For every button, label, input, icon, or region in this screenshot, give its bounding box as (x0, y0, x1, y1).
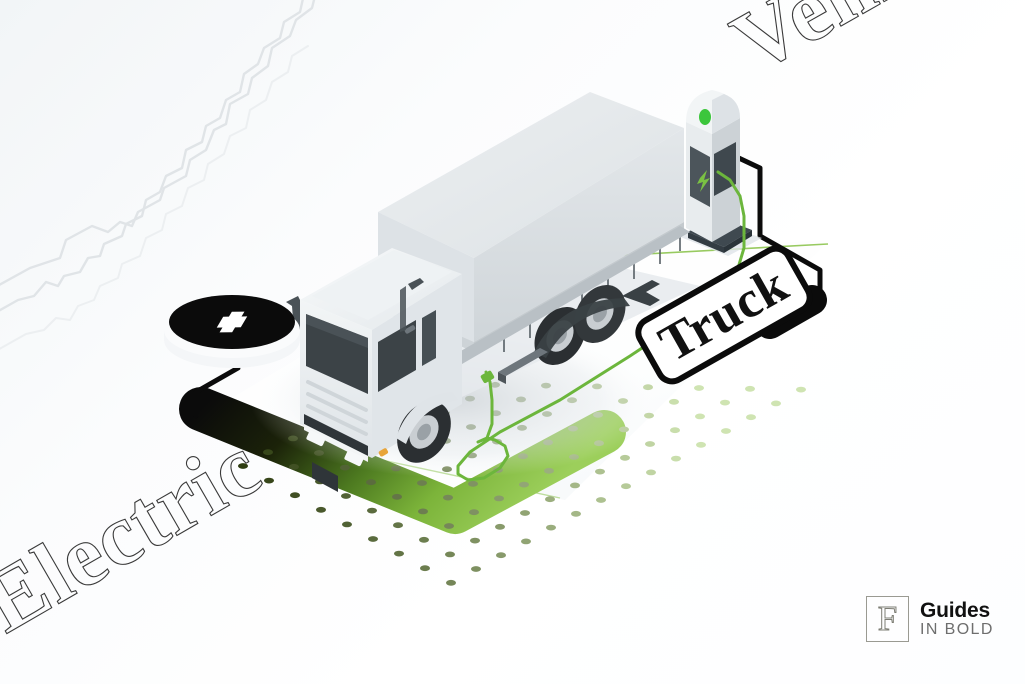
dot (620, 454, 630, 461)
dot (468, 480, 478, 487)
dot (519, 481, 529, 488)
dot (521, 538, 531, 545)
dot (341, 493, 351, 499)
dot (392, 493, 402, 500)
dot (496, 552, 506, 559)
dot (263, 449, 273, 456)
dot (264, 477, 274, 484)
dot (621, 483, 631, 490)
dot (394, 550, 404, 557)
truck-rear-wheels (534, 285, 630, 365)
dot (696, 441, 706, 448)
dot (444, 523, 454, 529)
dot (546, 524, 556, 531)
dot (646, 469, 656, 476)
ev-charging-station (676, 90, 762, 256)
dot (368, 536, 378, 542)
dot (771, 400, 781, 407)
dot (595, 468, 605, 475)
dot (494, 495, 504, 502)
dot (570, 482, 580, 489)
electric-box-truck (286, 92, 690, 492)
logo-monogram-icon: F (866, 596, 909, 642)
dot (796, 386, 806, 393)
dot (471, 566, 481, 572)
dot (393, 522, 403, 529)
dot (366, 479, 376, 486)
dot (316, 506, 326, 513)
close-icon (216, 311, 248, 333)
dot (645, 441, 655, 447)
dot (417, 480, 427, 486)
close-marker[interactable] (164, 295, 300, 368)
dot (495, 523, 505, 530)
dot (596, 497, 606, 503)
logo-wordmark: Guides IN BOLD (920, 600, 994, 638)
dot (367, 507, 377, 514)
dot (419, 536, 429, 543)
dot (520, 510, 530, 516)
dot (695, 413, 705, 420)
dot (745, 385, 755, 392)
dot (418, 508, 428, 515)
logo-line-2: IN BOLD (920, 620, 994, 638)
dot (290, 492, 300, 499)
brand-logo[interactable]: F Guides IN BOLD (866, 596, 994, 642)
logo-line-1: Guides (920, 599, 990, 623)
dot (446, 579, 456, 586)
truck-cargo-box-right (474, 128, 684, 342)
dot (720, 399, 730, 406)
dot (746, 414, 756, 421)
truck-front-wheel (396, 392, 458, 463)
lightning-bolt-icon (697, 170, 710, 192)
dot (420, 565, 430, 572)
dot (469, 509, 479, 516)
logo-monogram-letter: F (877, 598, 898, 638)
dot (342, 521, 352, 528)
dot (443, 494, 453, 501)
dot (571, 510, 581, 517)
dot (289, 463, 299, 470)
dot (721, 428, 731, 434)
dot (694, 385, 704, 391)
truck-side-window (378, 320, 416, 392)
dot (238, 463, 248, 469)
truck-cargo-box-top (378, 92, 684, 258)
dot (545, 496, 555, 503)
dot (671, 455, 681, 462)
dot (445, 551, 455, 558)
dot (470, 537, 480, 544)
dot (670, 427, 680, 434)
charger-status-indicator (699, 109, 711, 125)
dot (669, 398, 679, 405)
